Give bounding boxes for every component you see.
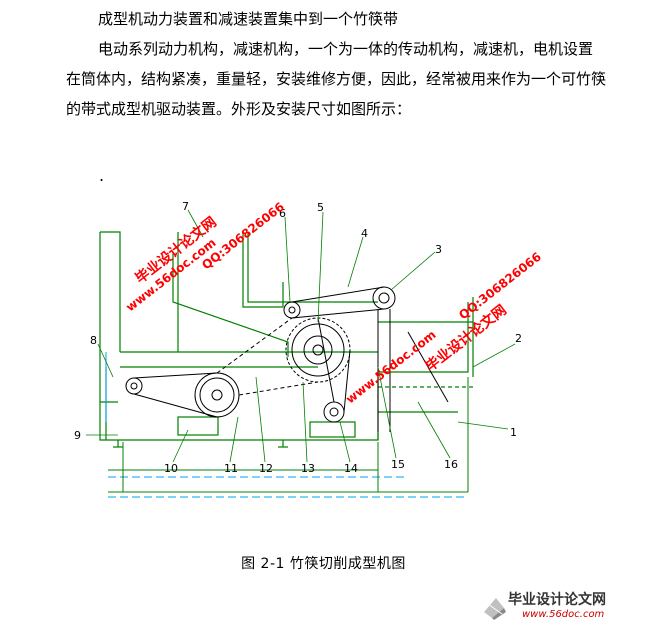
part-number-3: 3 — [435, 243, 442, 256]
part-number-15: 15 — [391, 458, 405, 471]
brand-site: www.56doc.com — [522, 609, 605, 620]
part-number-13: 13 — [301, 462, 315, 475]
stray-dot: . — [99, 166, 105, 185]
part-number-1: 1 — [510, 426, 517, 439]
part-number-9: 9 — [74, 429, 81, 442]
part-number-2: 2 — [515, 332, 522, 345]
watermark-left: www.56doc.com 毕业设计论文网 QQ:306826066 — [123, 200, 287, 315]
figure-caption: 图 2-1 竹筷切削成型机图 — [241, 556, 406, 572]
part-number-16: 16 — [444, 458, 458, 471]
part-number-4: 4 — [361, 227, 368, 240]
watermark-right: www.56doc.com 毕业设计论文网 QQ:306826066 — [343, 250, 544, 407]
part-number-6: 6 — [279, 207, 286, 220]
paragraph-body: 电动系列动力机构，减速机构，一个为一体的传动机构，减速机，电机设置在筒体内，结构… — [66, 40, 607, 118]
watermark-right-site: www.56doc.com — [343, 328, 438, 407]
part-number-10: 10 — [164, 462, 178, 475]
part-number-8: 8 — [90, 334, 97, 347]
dimension-lines — [105, 352, 468, 498]
machine-diagram: 1 2 3 4 5 6 7 8 9 10 11 12 13 14 15 16 w… — [74, 200, 544, 498]
mechanism-detail — [125, 286, 449, 432]
leader-lines — [86, 209, 516, 463]
part-number-5: 5 — [317, 201, 324, 214]
brand-mark-icon — [484, 598, 506, 620]
brand-logo: 毕业设计论文网 www.56doc.com — [484, 591, 606, 620]
part-number-14: 14 — [344, 462, 358, 475]
dimension-leaders — [108, 377, 469, 493]
brand-name: 毕业设计论文网 — [508, 591, 606, 608]
paragraph-title: 成型机动力装置和减速装置集中到一个竹筷带 — [98, 10, 399, 28]
part-number-12: 12 — [259, 462, 273, 475]
part-number-11: 11 — [224, 462, 238, 475]
part-number-7: 7 — [182, 200, 189, 213]
